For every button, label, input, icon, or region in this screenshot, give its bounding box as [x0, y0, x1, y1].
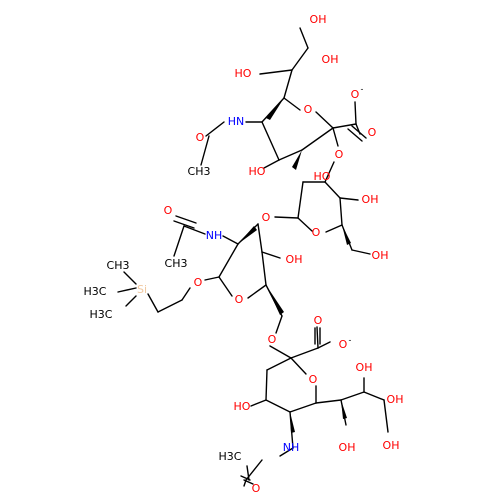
ho-label: HO — [314, 170, 331, 183]
ho-label: HO — [235, 67, 252, 80]
carbonyl-oxygen-label: O — [314, 314, 323, 327]
glycosidic-oxygen-label: O — [194, 276, 203, 289]
oh-label: OH — [310, 13, 327, 26]
ho-label: HO — [234, 400, 251, 413]
methyl-label: CH3 — [165, 257, 188, 270]
glycosidic-oxygen-label: O — [262, 211, 271, 224]
carbonyl-oxygen-label: O — [196, 131, 205, 144]
double-bonds — [173, 125, 367, 485]
nh-label: NH — [283, 441, 300, 454]
oh-label: OH — [362, 193, 379, 206]
carbonyl-oxygen-label: O — [368, 126, 377, 139]
glycosidic-oxygen-label: O — [335, 148, 344, 161]
hn-label: HN — [228, 115, 245, 128]
negative-charge-label: - — [361, 85, 364, 94]
methyl-label: H3C — [219, 450, 242, 463]
ring-oxygen-label: O — [312, 226, 321, 239]
ho-label: HO — [249, 165, 266, 178]
ring-oxygen-label: O — [235, 293, 244, 306]
carbonyl-oxygen-label: O — [252, 482, 261, 495]
oh-label: OH — [387, 393, 404, 406]
oh-label: OH — [356, 361, 373, 374]
carboxylate-oxygen-label: O — [339, 338, 348, 351]
bond-lines — [117, 27, 389, 487]
oh-label: OH — [339, 441, 356, 454]
carboxylate-oxygen-label: O — [351, 88, 360, 101]
ring-oxygen-label: O — [309, 373, 318, 386]
silicon-label: Si — [137, 283, 147, 296]
ring-oxygen-label: O — [304, 103, 313, 116]
carbonyl-oxygen-label: O — [164, 204, 173, 217]
oh-label: OH — [322, 53, 339, 66]
methyl-label: H3C — [90, 308, 113, 321]
methyl-label: CH3 — [188, 165, 211, 178]
negative-charge-label: - — [349, 336, 352, 345]
oh-label: OH — [383, 439, 400, 452]
methyl-label: H3C — [84, 285, 107, 298]
stereo-wedges — [238, 98, 351, 433]
methyl-label: CH3 — [107, 259, 130, 272]
oh-label: OH — [286, 253, 303, 266]
oh-label: OH — [372, 249, 389, 262]
nh-label: NH — [206, 229, 223, 242]
glycosidic-oxygen-label: O — [268, 333, 277, 346]
